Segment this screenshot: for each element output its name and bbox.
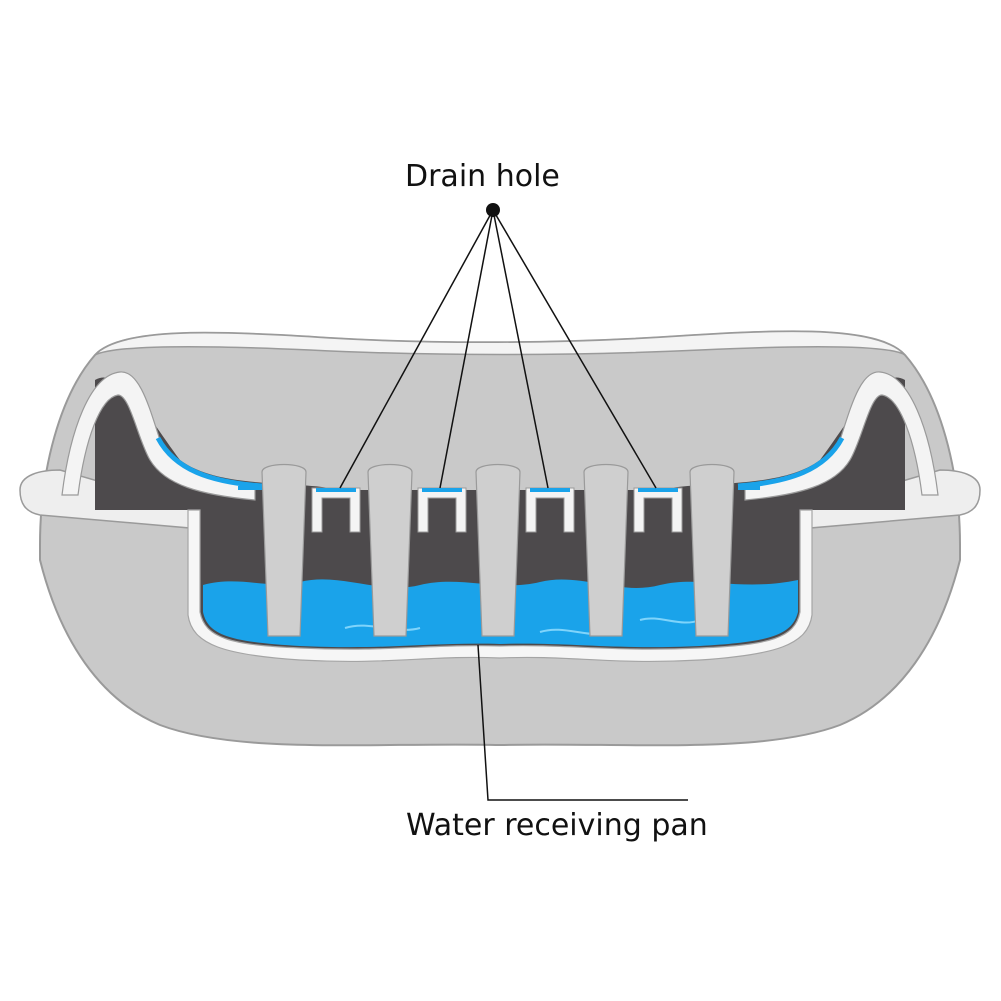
pan-wall <box>187 509 813 663</box>
drain-strip-left <box>155 436 263 489</box>
drain-strip-right <box>737 436 845 489</box>
drain-cups <box>238 486 760 533</box>
drain-hole-leaders <box>339 209 657 489</box>
post-2 <box>367 463 413 637</box>
post-1 <box>261 463 307 637</box>
water-pan-leader <box>477 644 688 801</box>
drain-hole-dot <box>486 203 500 217</box>
post-4 <box>583 463 629 637</box>
water-receiving-pan-label: Water receiving pan <box>406 808 708 843</box>
drain-hole-label: Drain hole <box>405 159 560 194</box>
water-highlight-3 <box>639 617 701 624</box>
support-posts <box>261 463 735 637</box>
post-3 <box>475 463 521 637</box>
post-5 <box>689 463 735 637</box>
rim-top <box>94 330 906 356</box>
